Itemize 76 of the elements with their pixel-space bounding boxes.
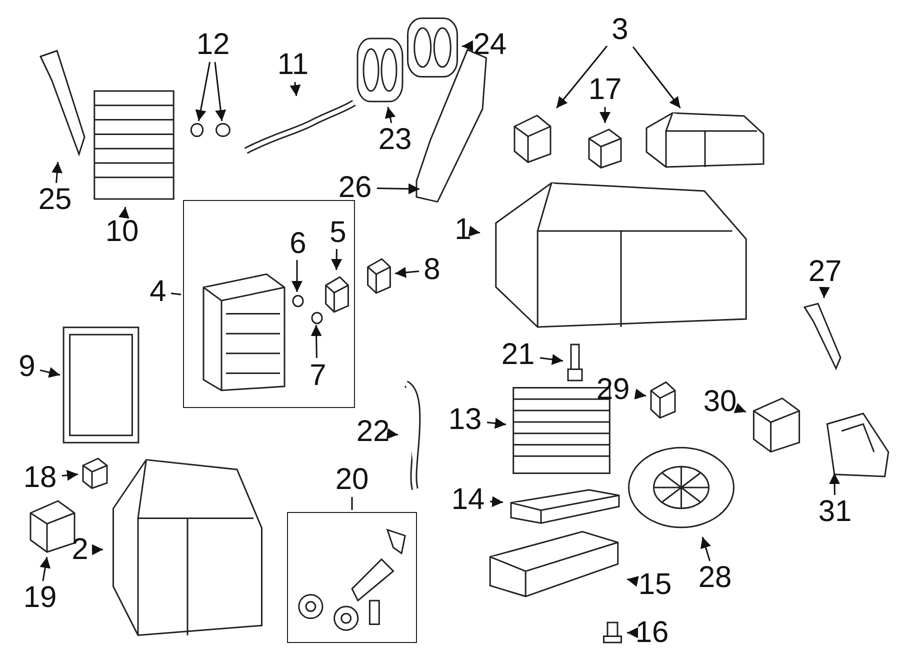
leader-arrow bbox=[118, 206, 130, 219]
callout-number: 28 bbox=[695, 563, 735, 593]
leader-arrow bbox=[394, 266, 420, 278]
leader-arrow bbox=[214, 62, 226, 122]
leader-arrow bbox=[632, 46, 681, 108]
leader-arrow bbox=[627, 627, 638, 638]
leader-arrow bbox=[310, 324, 322, 358]
callout-number: 17 bbox=[585, 75, 625, 105]
leader-arrow bbox=[386, 428, 398, 440]
callout-number: 6 bbox=[287, 229, 309, 259]
callout-number: 1 bbox=[452, 215, 474, 245]
leader-arrow bbox=[490, 496, 504, 508]
leader-arrow bbox=[486, 418, 506, 429]
callout-number: 29 bbox=[593, 375, 633, 405]
sensor-drawing bbox=[600, 620, 625, 645]
leader-arrow bbox=[634, 388, 646, 400]
leader-arrow bbox=[818, 286, 830, 298]
callout-number: 22 bbox=[353, 417, 393, 447]
leader-arrow bbox=[829, 472, 840, 496]
callout-number: 8 bbox=[421, 255, 443, 285]
leader-arrow bbox=[734, 402, 746, 414]
leader-line bbox=[170, 292, 182, 296]
callout-number: 18 bbox=[20, 463, 60, 493]
callout-number: 16 bbox=[632, 618, 672, 648]
callout-number: 2 bbox=[69, 535, 91, 565]
callout-number: 21 bbox=[498, 340, 538, 370]
callout-number: 4 bbox=[147, 277, 169, 307]
leader-arrow bbox=[92, 544, 104, 556]
mount-drawing bbox=[365, 255, 393, 295]
callout-number: 10 bbox=[102, 217, 142, 247]
leader-arrow bbox=[384, 106, 396, 124]
seal-drawing bbox=[405, 15, 460, 80]
callout-number: 7 bbox=[307, 361, 329, 391]
leader-arrow bbox=[468, 226, 480, 236]
callout-number: 31 bbox=[815, 497, 855, 527]
callout-number: 24 bbox=[470, 30, 510, 60]
callout-number: 14 bbox=[448, 485, 488, 515]
callout-number: 27 bbox=[805, 257, 845, 287]
actuator-drawing bbox=[80, 455, 110, 490]
leader-arrow bbox=[462, 40, 474, 52]
evaporator-frame bbox=[183, 200, 355, 408]
callout-number: 3 bbox=[609, 15, 631, 45]
leader-arrow bbox=[40, 367, 60, 378]
callout-number: 20 bbox=[332, 465, 372, 495]
leader-arrow bbox=[540, 354, 564, 365]
callout-number: 12 bbox=[193, 30, 233, 60]
o-ring-drawing bbox=[292, 295, 304, 307]
leader-arrow bbox=[195, 62, 211, 122]
callout-number: 25 bbox=[35, 185, 75, 215]
parts-frame bbox=[287, 512, 417, 643]
leader-arrow bbox=[292, 260, 302, 292]
callout-number: 30 bbox=[700, 387, 740, 417]
callout-number: 26 bbox=[335, 173, 375, 203]
leader-arrow bbox=[52, 162, 63, 184]
callout-number: 19 bbox=[20, 583, 60, 613]
callout-number: 9 bbox=[16, 352, 38, 382]
leader-arrow bbox=[626, 576, 639, 587]
o-ring-drawing bbox=[190, 123, 204, 137]
leader-arrow bbox=[376, 183, 420, 194]
leader-arrow bbox=[556, 46, 608, 108]
leader-arrow bbox=[700, 536, 711, 562]
callout-number: 13 bbox=[445, 405, 485, 435]
callout-number: 5 bbox=[327, 218, 349, 248]
seal-drawing bbox=[355, 35, 405, 105]
leader-arrow bbox=[331, 248, 342, 270]
filter-drawing bbox=[62, 325, 140, 445]
leader-arrow bbox=[62, 470, 78, 481]
callout-number: 15 bbox=[635, 570, 675, 600]
leader-arrow bbox=[40, 556, 51, 582]
callout-number: 23 bbox=[375, 125, 415, 155]
leader-line bbox=[351, 497, 353, 510]
callout-number: 11 bbox=[273, 50, 313, 80]
leader-arrow bbox=[290, 82, 301, 96]
clamp-drawing bbox=[215, 123, 231, 137]
o-ring-drawing bbox=[311, 312, 323, 324]
leader-arrow bbox=[600, 107, 610, 123]
